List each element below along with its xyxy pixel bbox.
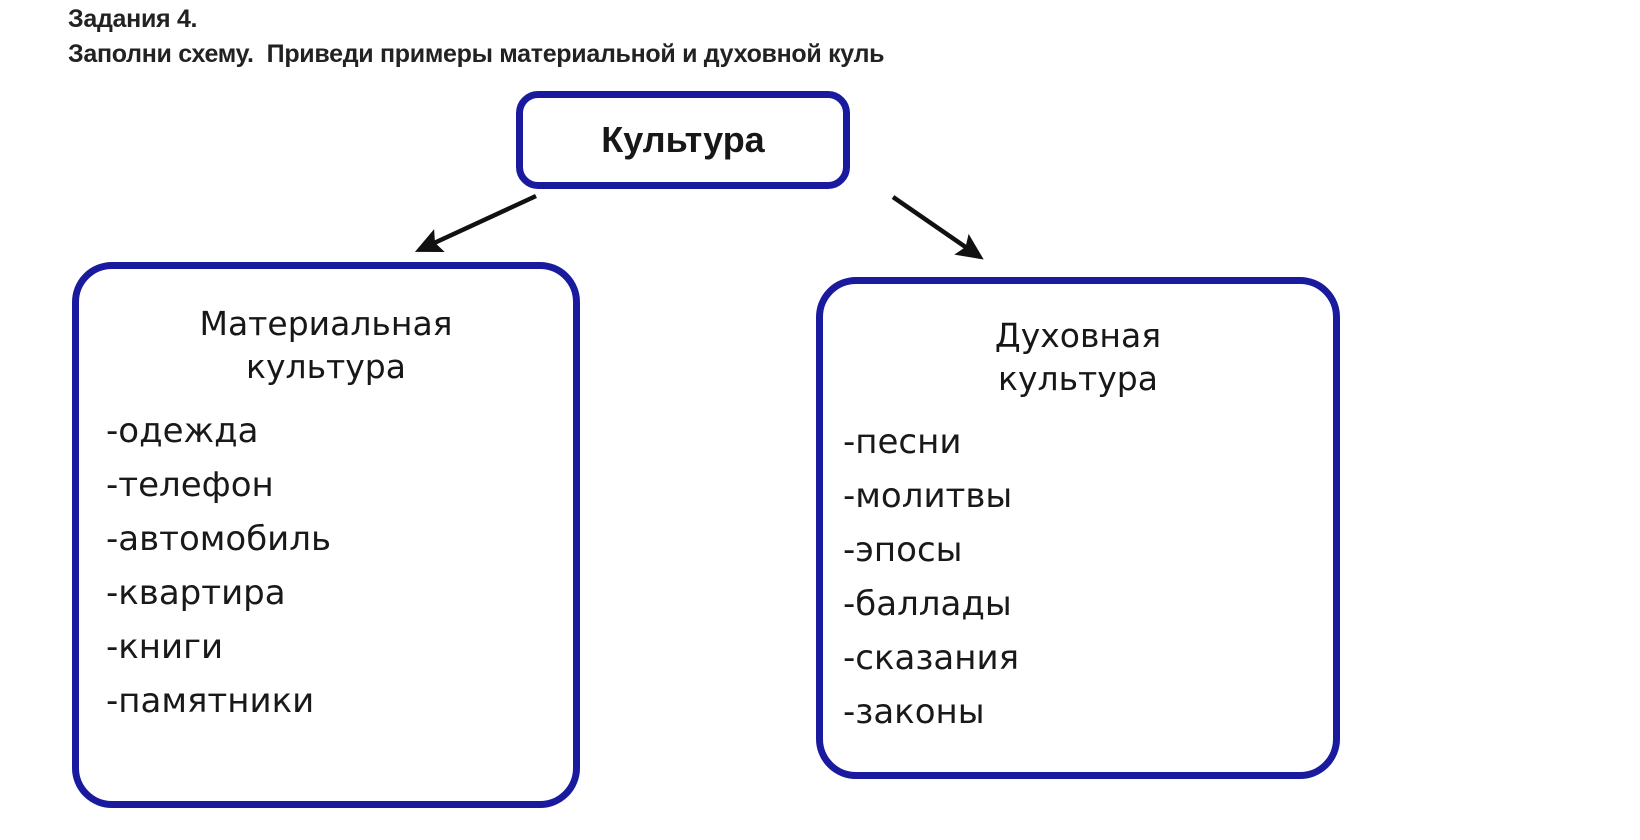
material-culture-example-list: -одежда -телефон -автомобиль -квартира -… xyxy=(106,404,573,728)
node-material-culture[interactable]: Материальная культура -одежда -телефон -… xyxy=(72,262,580,808)
node-spiritual-culture-title: Духовная культура xyxy=(994,316,1162,398)
task-instruction: Заполни схему. Приведи примеры материаль… xyxy=(68,37,1168,72)
task-instruction-body: Приведи примеры материальной и духовной … xyxy=(266,40,885,68)
list-item: -квартира xyxy=(106,573,286,613)
node-culture-root[interactable]: Культура xyxy=(516,91,850,189)
list-item: -баллады xyxy=(843,584,1012,624)
list-item: -памятники xyxy=(106,681,315,721)
list-item: -сказания xyxy=(843,638,1020,678)
node-spiritual-culture[interactable]: Духовная культура -песни -молитвы -эпосы… xyxy=(816,277,1340,779)
list-item: -песни xyxy=(843,422,962,462)
list-item: -автомобиль xyxy=(106,519,332,559)
list-item: -молитвы xyxy=(843,476,1013,516)
node-culture-root-label: Культура xyxy=(601,119,765,160)
arrow-root-to-spiritual xyxy=(891,195,984,260)
task-instruction-prefix: Заполни схему. xyxy=(68,40,254,68)
list-item: -одежда xyxy=(106,411,259,451)
worksheet-heading: Задания 4. Заполни схему. Приведи пример… xyxy=(68,2,1168,82)
arrow-root-to-material xyxy=(414,193,537,253)
list-item: -телефон xyxy=(106,465,274,505)
node-material-culture-title: Материальная культура xyxy=(199,304,453,386)
task-number-label: Задания 4. xyxy=(68,5,198,33)
list-item: -эпосы xyxy=(843,530,963,570)
list-item: -книги xyxy=(106,627,224,667)
list-item: -законы xyxy=(843,692,985,732)
spiritual-culture-example-list: -песни -молитвы -эпосы -баллады -сказани… xyxy=(843,415,1333,739)
